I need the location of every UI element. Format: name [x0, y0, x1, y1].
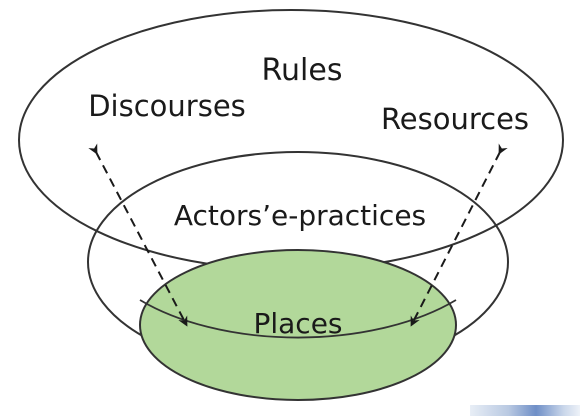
label-places: Places — [253, 307, 342, 340]
corner-image-fragment — [470, 405, 580, 416]
label-rules: Rules — [262, 53, 343, 88]
right-dashed-arrow — [410, 143, 508, 327]
label-actors-practices: Actors’e-practices — [174, 199, 426, 232]
left-dashed-arrow — [88, 143, 188, 327]
label-resources: Resources — [381, 102, 529, 136]
label-discourses: Discourses — [88, 89, 246, 123]
